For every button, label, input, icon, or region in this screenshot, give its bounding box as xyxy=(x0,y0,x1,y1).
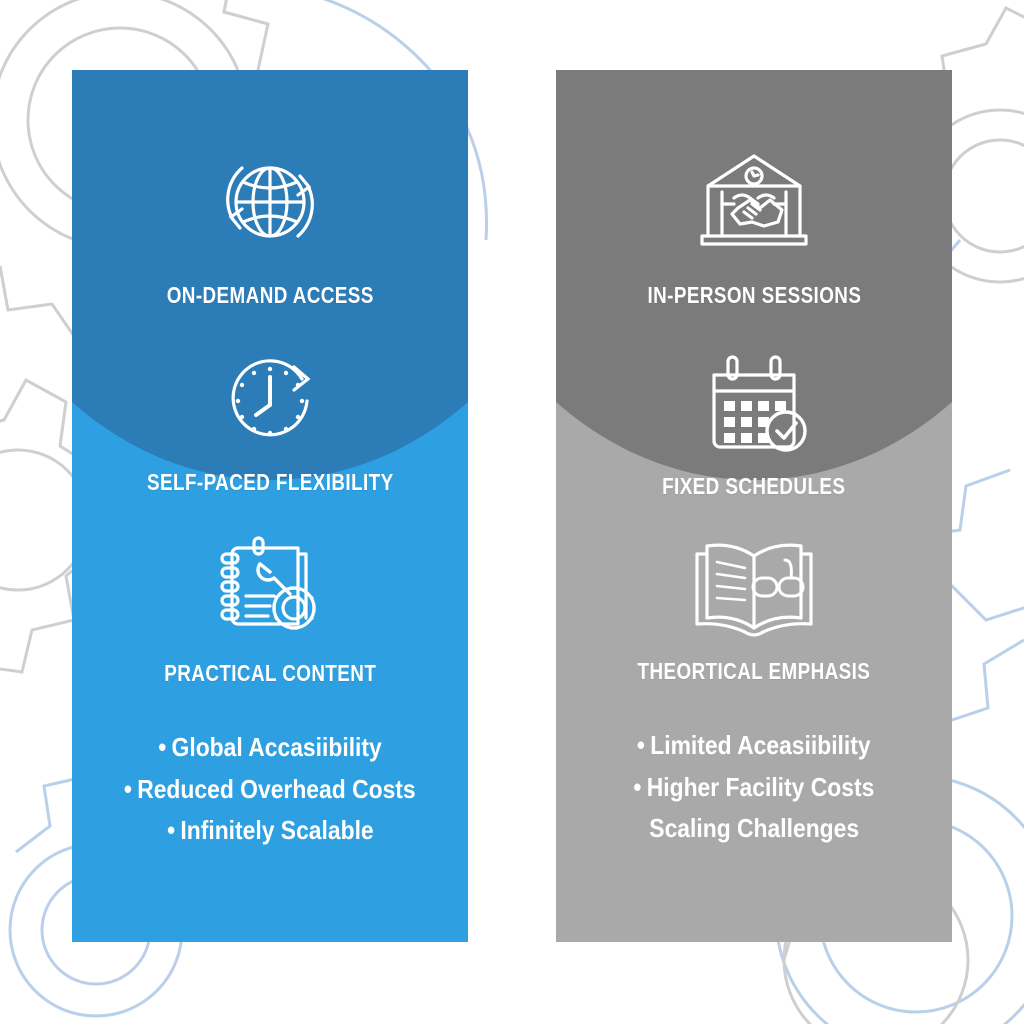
benefits-list: •Global Accasiibility •Reduced Overhead … xyxy=(72,729,468,850)
list-item-label: Infinitely Scalable xyxy=(180,815,374,846)
calendar-check-icon xyxy=(700,349,808,457)
feature-theoretical-emphasis: THEORTICAL EMPHASIS xyxy=(556,532,952,685)
feature-title: FIXED SCHEDULES xyxy=(662,473,846,499)
drawbacks-list: •Limited Aceasiibility •Higher Facility … xyxy=(556,727,952,848)
clock-arrow-icon xyxy=(218,349,322,453)
list-item: •Reduced Overhead Costs xyxy=(124,771,416,809)
list-item-label: Limited Aceasiibility xyxy=(650,730,871,760)
list-item-label: Global Accasiibility xyxy=(171,732,382,762)
list-item-label: Reduced Overhead Costs xyxy=(137,773,416,804)
list-item: •Infinitely Scalable xyxy=(167,812,374,850)
feature-title: ON-DEMAND ACCESS xyxy=(166,282,374,308)
globe-refresh-icon xyxy=(210,142,330,262)
list-item: •Global Accasiibility xyxy=(158,729,382,767)
bullet-dot: • xyxy=(124,773,133,804)
feature-title: SELF-PACED FLEXIBILITY xyxy=(146,469,394,495)
open-book-glasses-icon xyxy=(693,532,815,642)
building-handshake-icon xyxy=(694,142,814,262)
feature-on-demand-access: ON-DEMAND ACCESS xyxy=(72,142,468,309)
bullet-dot: • xyxy=(633,771,642,802)
feature-fixed-schedules: FIXED SCHEDULES xyxy=(556,349,952,500)
panel-online-learning: ON-DEMAND ACCESS xyxy=(72,70,468,942)
notebook-wrench-gear-icon xyxy=(212,528,328,644)
feature-practical-content: PRACTICAL CONTENT xyxy=(72,528,468,687)
feature-in-person-sessions: IN-PERSON SESSIONS xyxy=(556,142,952,309)
list-item-label: Higher Facility Costs xyxy=(646,771,875,802)
panel-in-person-learning: IN-PERSON SESSIONS xyxy=(556,70,952,942)
feature-title: PRACTICAL CONTENT xyxy=(164,660,376,686)
list-item: •Scaling Challenges xyxy=(649,810,859,848)
list-item: •Higher Facility Costs xyxy=(634,769,875,807)
bullet-dot: • xyxy=(166,815,175,846)
list-item-label: Scaling Challenges xyxy=(649,813,859,844)
bullet-dot: • xyxy=(158,732,167,762)
feature-title: IN-PERSON SESSIONS xyxy=(647,282,861,308)
feature-self-paced-flexibility: SELF-PACED FLEXIBILITY xyxy=(72,349,468,496)
list-item: •Limited Aceasiibility xyxy=(637,727,871,765)
feature-title: THEORTICAL EMPHASIS xyxy=(637,658,871,684)
bullet-dot: • xyxy=(637,730,646,760)
